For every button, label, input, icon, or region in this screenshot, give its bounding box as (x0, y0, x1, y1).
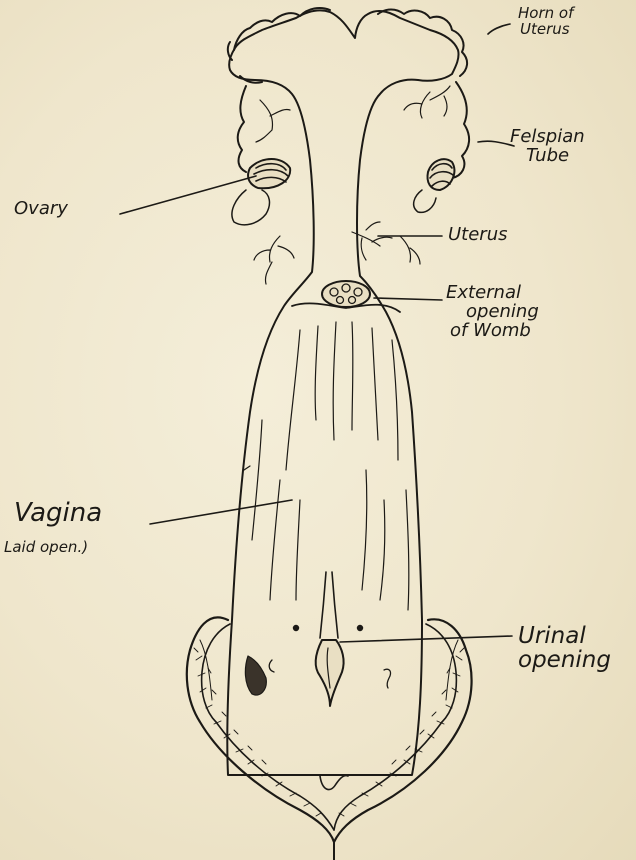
label-external-line3: of Womb (450, 322, 539, 341)
veins (254, 86, 450, 284)
leader-horn (488, 24, 510, 34)
urethra (294, 572, 362, 706)
vaginal-folds (244, 322, 409, 610)
label-vagina-note: Laid open.) (4, 540, 88, 556)
label-uterus: Uterus (448, 226, 508, 245)
leader-urinal (340, 636, 512, 642)
leader-ovary (120, 176, 256, 214)
right-ovary (414, 159, 455, 212)
leader-tube (478, 141, 514, 146)
label-vagina: Vagina (14, 500, 102, 527)
leader-vagina (150, 500, 292, 524)
leader-external (374, 298, 442, 300)
left-tube (238, 86, 246, 172)
label-external-line2: opening (466, 303, 539, 322)
right-tube (452, 82, 469, 178)
label-felspian-tube: Felspian Tube (510, 128, 585, 166)
label-urinal-line1: Urinal (518, 624, 611, 648)
label-horn-line2: Uterus (520, 22, 573, 38)
label-tube-line2: Tube (526, 147, 585, 166)
label-external-opening: External opening of Womb (446, 284, 539, 341)
label-urinal-line2: opening (518, 648, 611, 672)
label-urinal-opening: Urinal opening (518, 624, 611, 672)
left-horn-lobes (228, 8, 330, 83)
label-horn-of-uterus: Horn of Uterus (518, 6, 573, 38)
label-ovary: Ovary (14, 200, 68, 219)
